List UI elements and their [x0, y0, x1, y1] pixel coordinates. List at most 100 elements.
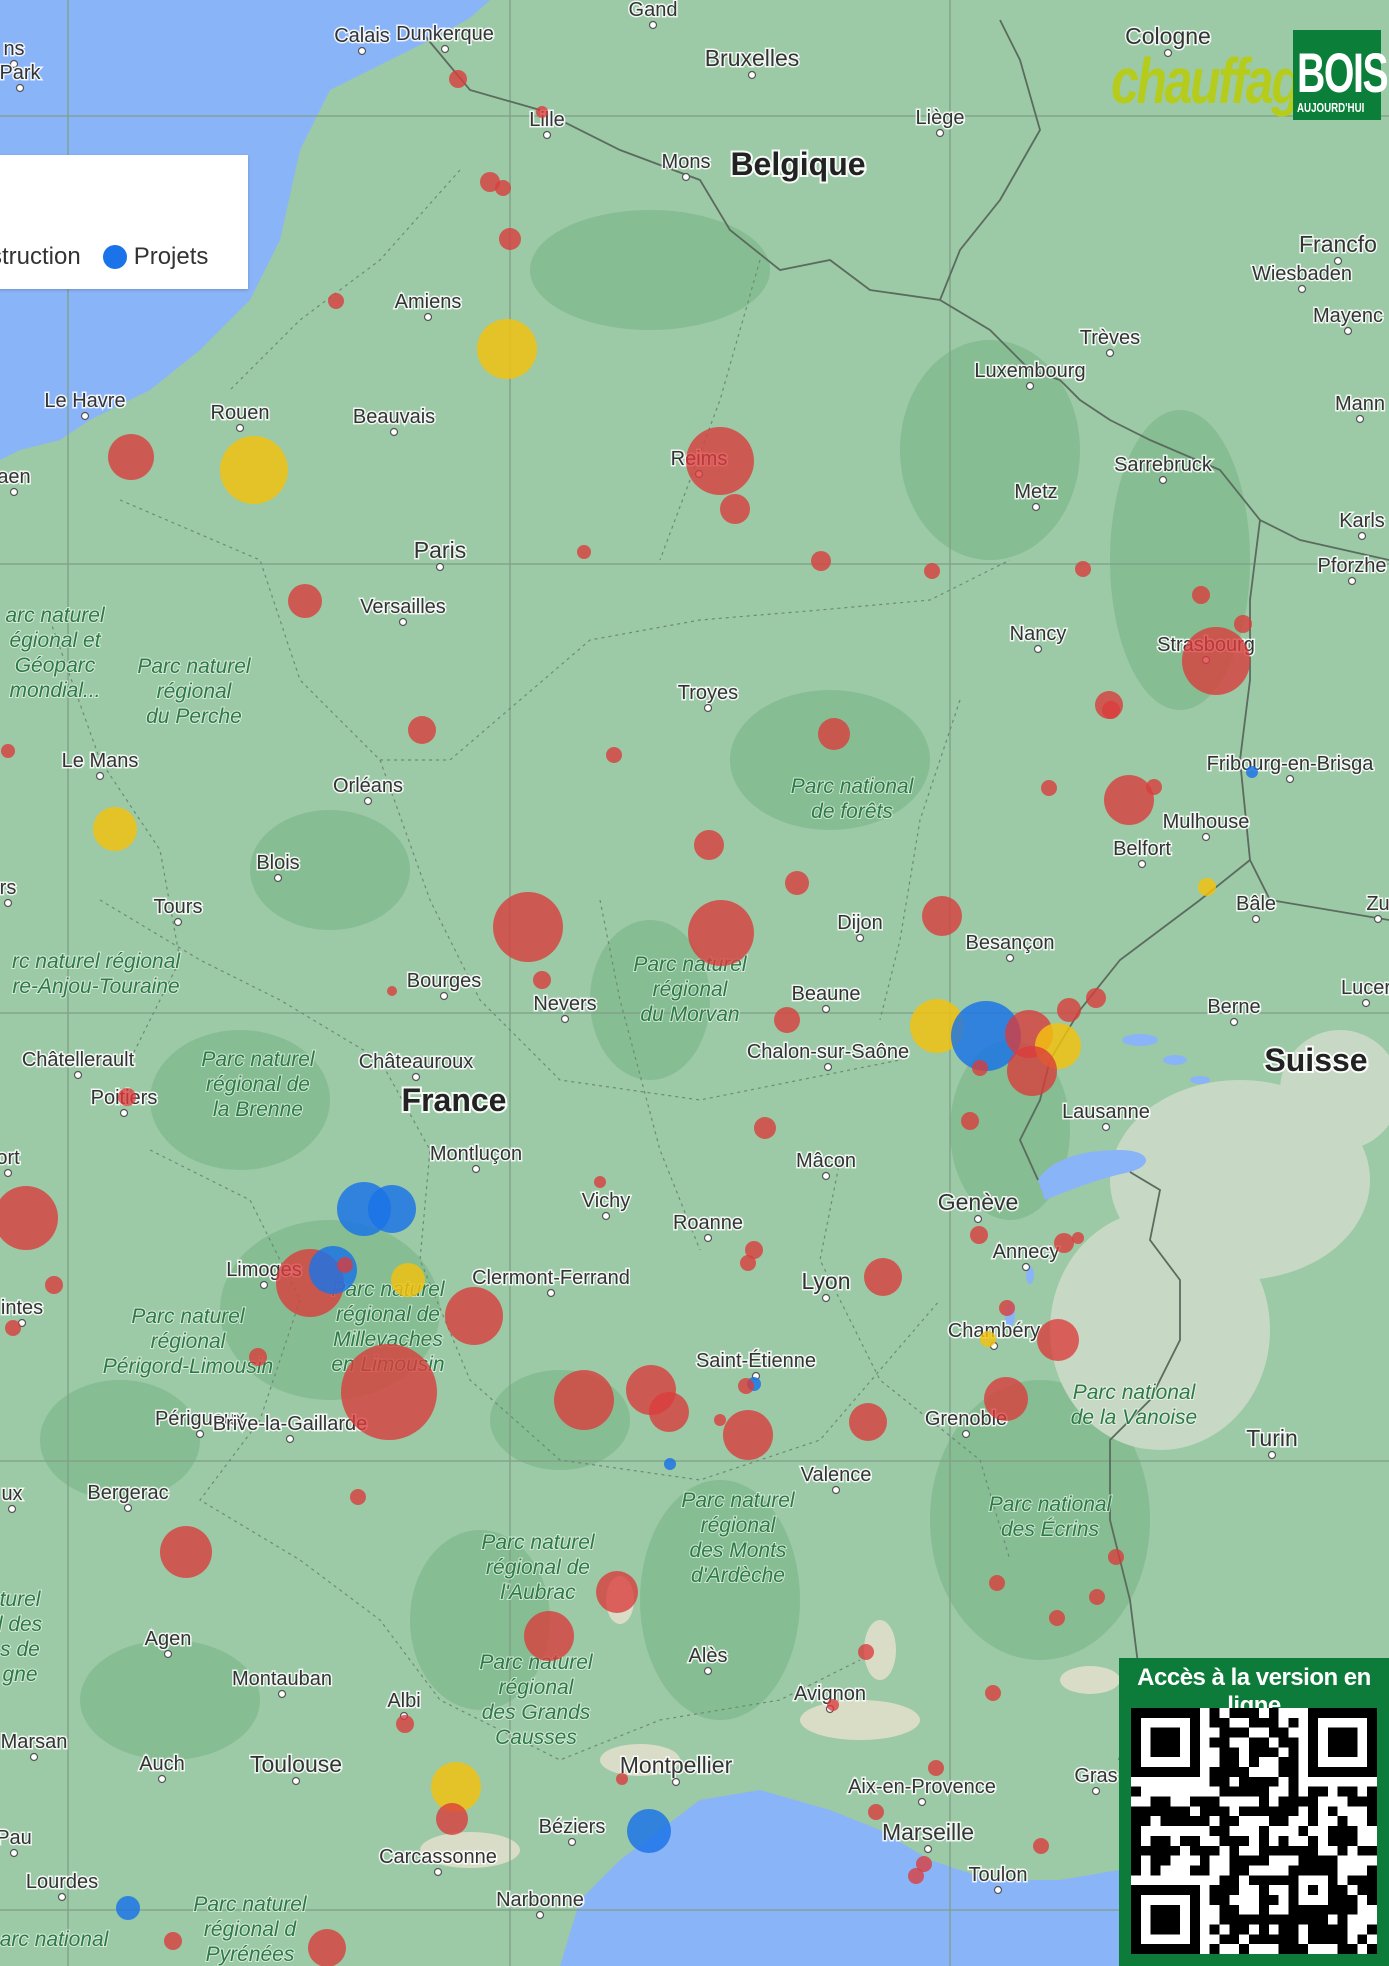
marker-red[interactable] [970, 1226, 988, 1244]
marker-red[interactable] [686, 427, 754, 495]
marker-red[interactable] [1182, 627, 1250, 695]
marker-red[interactable] [864, 1258, 902, 1296]
marker-red[interactable] [827, 1699, 839, 1711]
marker-red[interactable] [1146, 779, 1162, 795]
marker-red[interactable] [1102, 701, 1120, 719]
marker-red[interactable] [164, 1932, 182, 1950]
marker-red[interactable] [594, 1176, 606, 1188]
marker-red[interactable] [495, 180, 511, 196]
marker-red[interactable] [999, 1300, 1015, 1316]
marker-red[interactable] [341, 1344, 437, 1440]
marker-red[interactable] [533, 971, 551, 989]
marker-red[interactable] [1075, 561, 1091, 577]
marker-yellow[interactable] [1198, 878, 1216, 896]
marker-red[interactable] [1192, 586, 1210, 604]
marker-yellow[interactable] [391, 1263, 425, 1297]
marker-red[interactable] [606, 747, 622, 763]
marker-yellow[interactable] [477, 319, 537, 379]
marker-red[interactable] [249, 1348, 267, 1366]
marker-red[interactable] [818, 718, 850, 750]
marker-red[interactable] [445, 1287, 503, 1345]
marker-red[interactable] [1037, 1319, 1079, 1361]
marker-red[interactable] [740, 1255, 756, 1271]
marker-red[interactable] [922, 896, 962, 936]
marker-red[interactable] [408, 716, 436, 744]
marker-red[interactable] [1057, 998, 1081, 1022]
marker-red[interactable] [160, 1526, 212, 1578]
marker-red[interactable] [972, 1060, 988, 1076]
marker-red[interactable] [493, 892, 563, 962]
marker-red[interactable] [1072, 1232, 1084, 1244]
marker-red[interactable] [288, 584, 322, 618]
marker-red[interactable] [396, 1715, 414, 1733]
marker-yellow[interactable] [980, 1331, 996, 1347]
marker-yellow[interactable] [220, 436, 288, 504]
marker-red[interactable] [908, 1868, 924, 1884]
marker-red[interactable] [714, 1414, 726, 1426]
marker-red[interactable] [694, 830, 724, 860]
marker-red[interactable] [436, 1803, 468, 1835]
marker-red[interactable] [720, 494, 750, 524]
qr-panel[interactable]: Accès à la version en ligne [1119, 1658, 1389, 1966]
marker-red[interactable] [738, 1378, 754, 1394]
marker-red[interactable] [118, 1088, 136, 1106]
qr-code-icon[interactable] [1131, 1708, 1377, 1954]
marker-red[interactable] [1086, 988, 1106, 1008]
marker-red[interactable] [916, 1856, 932, 1872]
marker-red[interactable] [984, 1377, 1028, 1421]
marker-red[interactable] [108, 434, 154, 480]
marker-red[interactable] [350, 1489, 366, 1505]
marker-red[interactable] [536, 106, 548, 118]
marker-red[interactable] [1041, 780, 1057, 796]
marker-red[interactable] [1033, 1838, 1049, 1854]
marker-red[interactable] [328, 293, 344, 309]
marker-red[interactable] [1089, 1589, 1105, 1605]
marker-red[interactable] [337, 1257, 353, 1273]
marker-red[interactable] [449, 70, 467, 88]
marker-red[interactable] [811, 551, 831, 571]
marker-blue[interactable] [627, 1809, 671, 1853]
marker-red[interactable] [858, 1644, 874, 1660]
marker-red[interactable] [785, 871, 809, 895]
marker-red[interactable] [928, 1760, 944, 1776]
marker-red[interactable] [1104, 775, 1154, 825]
marker-blue[interactable] [368, 1185, 416, 1233]
marker-red[interactable] [308, 1929, 346, 1966]
marker-red[interactable] [649, 1392, 689, 1432]
marker-red[interactable] [961, 1112, 979, 1130]
marker-red[interactable] [387, 986, 397, 996]
marker-red[interactable] [745, 1241, 763, 1259]
marker-red[interactable] [989, 1575, 1005, 1591]
marker-red[interactable] [524, 1611, 574, 1661]
marker-red[interactable] [754, 1117, 776, 1139]
marker-red[interactable] [723, 1410, 773, 1460]
marker-red[interactable] [1049, 1610, 1065, 1626]
marker-yellow[interactable] [431, 1762, 481, 1812]
marker-red[interactable] [499, 228, 521, 250]
marker-red[interactable] [688, 900, 754, 966]
marker-red[interactable] [616, 1773, 628, 1785]
marker-red[interactable] [1054, 1233, 1074, 1253]
marker-red[interactable] [577, 545, 591, 559]
marker-blue[interactable] [116, 1896, 140, 1920]
marker-red[interactable] [554, 1370, 614, 1430]
marker-red[interactable] [1, 744, 15, 758]
marker-red[interactable] [985, 1685, 1001, 1701]
marker-red[interactable] [596, 1571, 638, 1613]
marker-red[interactable] [5, 1320, 21, 1336]
marker-blue[interactable] [664, 1458, 676, 1470]
marker-red[interactable] [1108, 1549, 1124, 1565]
marker-red[interactable] [1234, 615, 1252, 633]
marker-yellow[interactable] [93, 807, 137, 851]
marker-red[interactable] [849, 1403, 887, 1441]
marker-yellow[interactable] [910, 999, 964, 1053]
marker-blue[interactable] [951, 1001, 1021, 1071]
marker-blue[interactable] [1246, 766, 1258, 778]
marker-red[interactable] [45, 1276, 63, 1294]
marker-red[interactable] [868, 1804, 884, 1820]
marker-red[interactable] [924, 563, 940, 579]
marker-red[interactable] [774, 1007, 800, 1033]
marker-red[interactable] [1007, 1046, 1057, 1096]
marker-red[interactable] [480, 172, 500, 192]
